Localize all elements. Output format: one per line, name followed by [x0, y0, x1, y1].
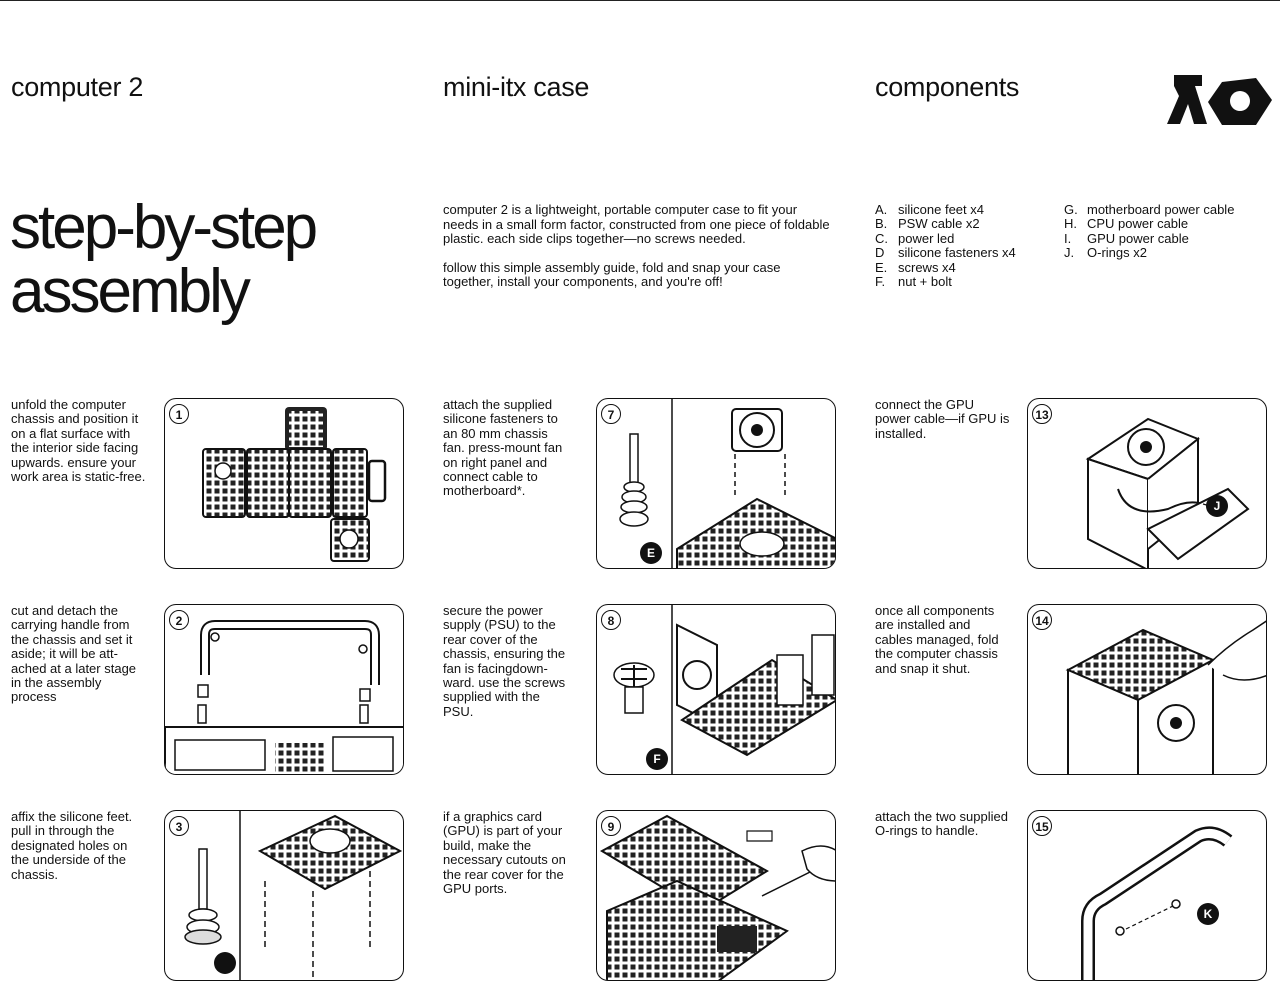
step-14-text: once all components are installed and ca…: [875, 603, 999, 676]
step-8-text: secure the power supply (PSU) to the rea…: [443, 603, 566, 719]
component-item: J.O-rings x2: [1064, 245, 1147, 261]
step-7-text: attach the supplied silicone fasteners t…: [443, 397, 563, 499]
step-15-number: 15: [1032, 816, 1052, 836]
step-9-number: 9: [601, 816, 621, 836]
step-13-part-tag: J: [1206, 495, 1228, 517]
header-case: mini-itx case: [443, 72, 590, 102]
silicone-feet-icon: [184, 811, 403, 980]
component-item: H.CPU power cable: [1064, 216, 1189, 232]
step-7-illustration: 7 E: [596, 398, 836, 569]
fold-chassis-icon: [1065, 620, 1266, 774]
component-item: F.nut + bolt: [875, 274, 952, 290]
step-2-number: 2: [169, 610, 189, 630]
intro-text: computer 2 is a lightweight, portable co…: [443, 202, 833, 304]
step-3-illustration: 3: [164, 810, 404, 981]
step-8-part-tag: F: [646, 748, 668, 770]
component-item: A.silicone feet x4: [875, 202, 984, 217]
step-14-illustration: 14: [1027, 604, 1267, 775]
step-1-illustration: 1: [164, 398, 404, 569]
o-ring-handle-icon: [1081, 826, 1233, 980]
intro-paragraph-2: follow this simple assembly guide, fold …: [443, 259, 781, 289]
step-3-text: affix the silicone feet. pull in through…: [11, 809, 133, 882]
intro-paragraph-1: computer 2 is a lightweight, portable co…: [443, 202, 830, 246]
page-title: step-by-step assembly: [10, 193, 318, 326]
step-9-text: if a graphics card (GPU) is part of your…: [443, 809, 566, 897]
step-13-illustration: 13 J: [1027, 398, 1267, 569]
step-15-part-tag: K: [1197, 903, 1219, 925]
component-item: C.power led: [875, 230, 955, 246]
step-2-illustration: 2: [164, 604, 404, 775]
step-9-illustration: 9: [596, 810, 836, 981]
gpu-power-cable-icon: [1085, 417, 1250, 568]
unfolded-chassis-icon: [202, 407, 387, 562]
chassis-fan-icon: [619, 399, 835, 568]
title-line2: assembly: [10, 257, 251, 326]
component-item: B.PSW cable x2: [875, 216, 980, 232]
carrying-handle-icon: [165, 620, 403, 774]
components-list-left: A.silicone feet x4 B.PSW cable x2 C.powe…: [875, 202, 1016, 290]
step-3-number: 3: [169, 816, 189, 836]
component-item: I.GPU power cable: [1064, 230, 1189, 246]
step-7-part-tag: E: [640, 542, 662, 564]
step-1-number: 1: [169, 404, 189, 424]
step-15-illustration: 15 K: [1027, 810, 1267, 981]
step-7-number: 7: [601, 404, 621, 424]
gpu-cutout-icon: [599, 814, 835, 980]
step-13-text: connect the GPU power cable—if GPU is in…: [875, 397, 1010, 441]
top-rule: [0, 0, 1280, 1]
component-item: E.screws x4: [875, 259, 956, 275]
step-2-text: cut and detach the carrying handle from …: [11, 603, 137, 705]
step-13-number: 13: [1032, 404, 1052, 424]
header-components: components: [875, 72, 1020, 102]
step-15-text: attach the two supplied O-rings to handl…: [875, 809, 1008, 839]
teenage-engineering-logo-icon: [1167, 75, 1272, 125]
component-item: G.motherboard power cable: [1064, 202, 1235, 217]
step-8-illustration: 8 F: [596, 604, 836, 775]
step-1-text: unfold the computer chassis and position…: [11, 397, 146, 485]
step-8-number: 8: [601, 610, 621, 630]
step-14-number: 14: [1032, 610, 1052, 630]
psu-mount-icon: [613, 605, 835, 774]
components-list-right: G.motherboard power cable H.CPU power ca…: [1064, 202, 1235, 261]
header-product: computer 2: [11, 72, 144, 102]
title-line1: step-by-step: [10, 193, 318, 262]
